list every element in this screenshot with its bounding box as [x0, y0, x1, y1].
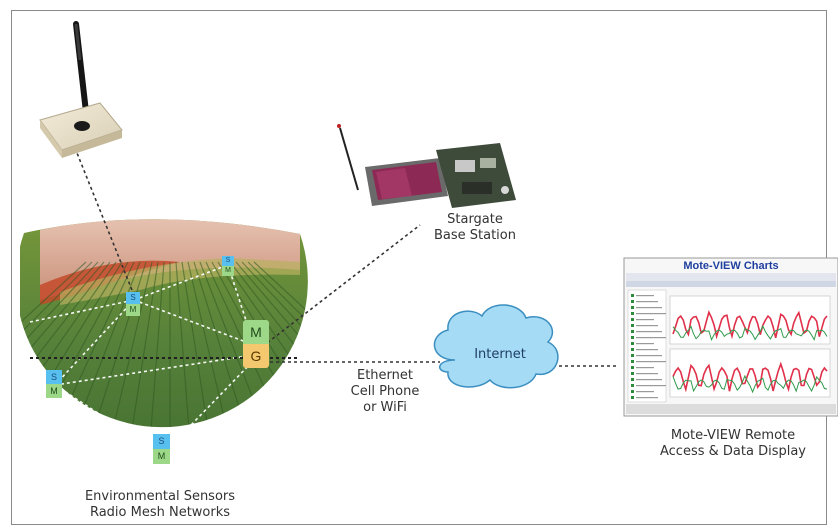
sensor-node-far-left: S M	[46, 370, 62, 398]
mote-badge: M	[126, 304, 140, 316]
moteview-screen	[623, 257, 838, 417]
sensors-label: Environmental Sensors Radio Mesh Network…	[30, 489, 290, 521]
mote-badge: M	[46, 384, 62, 398]
sensor-device	[39, 21, 123, 158]
sensor-node-bottom: S M	[153, 434, 170, 464]
connection-label-line3: or WiFi	[363, 400, 407, 415]
mote-badge: M	[243, 320, 269, 344]
sensors-label-line2: Radio Mesh Networks	[89, 505, 231, 520]
stargate-label: Stargate Base Station	[410, 212, 540, 244]
sensor-badge: S	[153, 434, 170, 449]
connection-label-line2: Cell Phone	[350, 384, 420, 399]
internet-label: Internet	[474, 347, 526, 362]
sensor-node-top: S M	[222, 256, 234, 276]
mote-badge: M	[222, 266, 234, 276]
moteview-label: Mote-VIEW Remote Access & Data Display	[628, 428, 838, 460]
stargate-label-line1: Stargate	[447, 212, 503, 227]
gateway-badge: G	[243, 344, 269, 368]
sensor-badge: S	[46, 370, 62, 384]
sensor-node-left: S M	[126, 292, 140, 316]
mote-badge: M	[153, 449, 170, 464]
moteview-label-line2: Access & Data Display	[660, 444, 806, 459]
stargate-device	[337, 124, 516, 208]
moteview-title: Mote-VIEW Charts	[683, 260, 779, 272]
sensor-badge: S	[126, 292, 140, 304]
sensor-badge: S	[222, 256, 234, 266]
moteview-label-line1: Mote-VIEW Remote	[670, 428, 796, 443]
sensors-label-line1: Environmental Sensors	[84, 489, 236, 504]
connection-label-line1: Ethernet	[357, 368, 413, 383]
gateway-node: M G	[243, 320, 269, 368]
link-sensor-to-field	[74, 147, 135, 296]
internet-cloud	[433, 304, 559, 389]
link-gateway-to-stargate	[257, 224, 421, 351]
stargate-label-line2: Base Station	[433, 228, 516, 243]
connection-label: Ethernet Cell Phone or WiFi	[330, 368, 440, 416]
network-links	[74, 147, 618, 367]
mesh-links	[29, 264, 255, 456]
